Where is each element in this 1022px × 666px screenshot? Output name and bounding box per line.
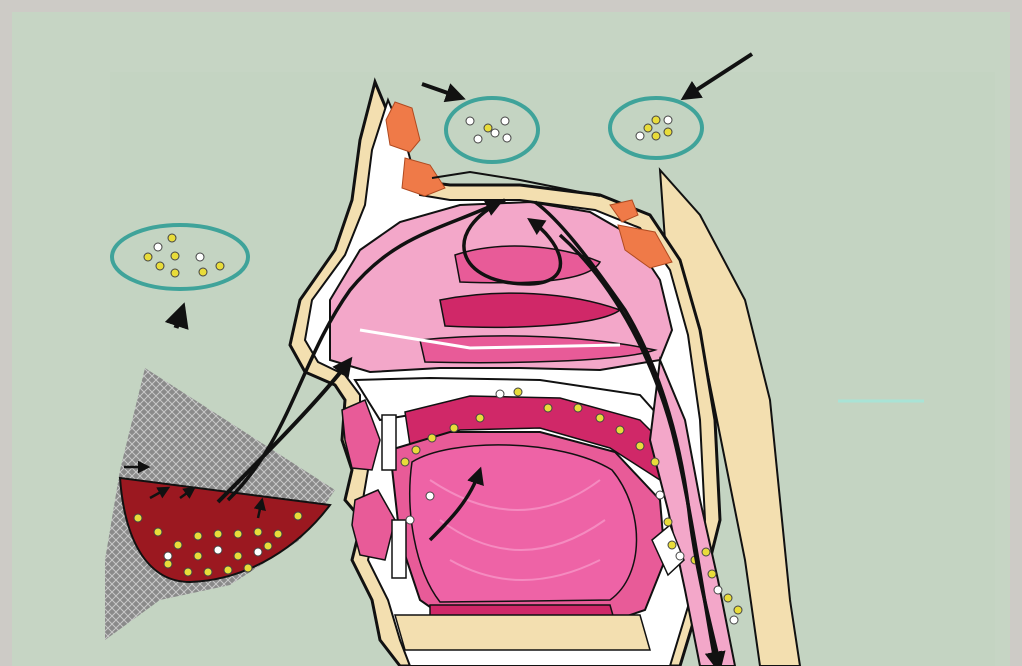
aroma-particle	[651, 458, 659, 466]
aroma-particle	[664, 116, 672, 124]
aroma-particle	[426, 492, 434, 500]
aroma-particle	[514, 388, 522, 396]
food-particle	[214, 530, 222, 538]
aroma-particle	[216, 262, 224, 270]
aroma-particle	[734, 606, 742, 614]
food-particle	[194, 552, 202, 560]
food-particle	[164, 560, 172, 568]
aroma-particle	[702, 548, 710, 556]
food-particle	[224, 566, 232, 574]
food-particle	[234, 530, 242, 538]
food-particle	[184, 568, 192, 576]
aroma-particle	[168, 234, 176, 242]
aroma-particle	[730, 616, 738, 624]
aroma-particle	[450, 424, 458, 432]
aroma-particle	[474, 135, 482, 143]
aroma-particle	[171, 269, 179, 277]
aroma-particle	[199, 268, 207, 276]
food-particle	[204, 568, 212, 576]
aroma-particle	[652, 132, 660, 140]
aroma-particle	[406, 516, 414, 524]
food-particle	[254, 548, 262, 556]
aroma-particle	[636, 132, 644, 140]
aroma-particle	[144, 253, 152, 261]
aroma-particle	[544, 404, 552, 412]
aroma-particle	[574, 404, 582, 412]
aroma-particle	[644, 124, 652, 132]
aroma-particle	[476, 414, 484, 422]
aroma-particle	[714, 586, 722, 594]
aroma-particle	[664, 128, 672, 136]
food-particle	[174, 541, 182, 549]
food-particle	[234, 552, 242, 560]
aroma-particle	[668, 541, 676, 549]
food-particle	[194, 532, 202, 540]
aroma-particle	[491, 129, 499, 137]
food-particle	[244, 564, 252, 572]
aroma-particle	[466, 117, 474, 125]
aroma-particle	[501, 117, 509, 125]
aroma-particle	[724, 594, 732, 602]
aroma-particle	[676, 552, 684, 560]
aroma-particle	[503, 134, 511, 142]
upper-incisor	[382, 415, 396, 470]
aroma-particle	[428, 434, 436, 442]
food-particle	[154, 528, 162, 536]
jaw-bone	[395, 615, 650, 650]
food-particle	[274, 530, 282, 538]
food-particle	[294, 512, 302, 520]
aroma-particle	[496, 390, 504, 398]
aroma-particle	[171, 252, 179, 260]
aroma-particle	[156, 262, 164, 270]
food-particle	[214, 546, 222, 554]
aroma-particle	[652, 116, 660, 124]
food-particle	[164, 552, 172, 560]
aroma-particle	[616, 426, 624, 434]
aroma-particle	[596, 414, 604, 422]
aroma-particle	[484, 124, 492, 132]
food-particle	[264, 542, 272, 550]
aroma-particle	[664, 518, 672, 526]
aroma-particle	[412, 446, 420, 454]
aroma-particle	[636, 442, 644, 450]
aroma-particle	[656, 491, 664, 499]
food-particle	[254, 528, 262, 536]
aroma-particle	[196, 253, 204, 261]
food-particle	[134, 514, 142, 522]
aroma-particle	[708, 570, 716, 578]
aroma-particle	[154, 243, 162, 251]
aroma-particle	[401, 458, 409, 466]
lower-incisor	[392, 520, 406, 578]
